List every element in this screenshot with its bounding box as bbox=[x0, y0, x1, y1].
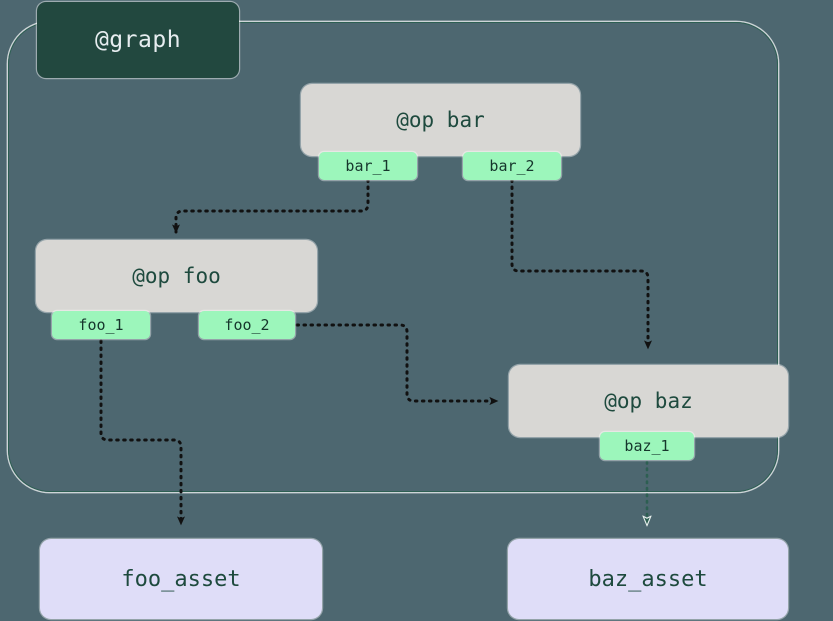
port-bar-1[interactable]: bar_1 bbox=[319, 152, 417, 180]
port-foo-2-label: foo_2 bbox=[224, 316, 270, 334]
graph-header-chip[interactable]: @graph bbox=[37, 2, 239, 78]
op-node-baz[interactable]: @op baz bbox=[509, 365, 788, 437]
op-node-bar-label: @op bar bbox=[396, 108, 485, 132]
port-foo-2[interactable]: foo_2 bbox=[199, 311, 295, 339]
op-node-foo-label: @op foo bbox=[132, 264, 221, 288]
asset-node-foo-asset[interactable]: foo_asset bbox=[40, 539, 322, 619]
port-bar-2[interactable]: bar_2 bbox=[463, 152, 561, 180]
asset-node-foo-asset-label: foo_asset bbox=[121, 566, 241, 592]
port-foo-1[interactable]: foo_1 bbox=[52, 311, 150, 339]
graph-header-label: @graph bbox=[94, 27, 182, 53]
port-foo-1-label: foo_1 bbox=[78, 316, 124, 334]
asset-node-baz-asset-label: baz_asset bbox=[588, 566, 708, 592]
port-bar-2-label: bar_2 bbox=[489, 157, 535, 175]
port-baz-1-label: baz_1 bbox=[624, 437, 670, 455]
port-baz-1[interactable]: baz_1 bbox=[600, 432, 694, 460]
op-node-bar[interactable]: @op bar bbox=[301, 84, 580, 156]
op-node-baz-label: @op baz bbox=[604, 389, 693, 413]
asset-node-baz-asset[interactable]: baz_asset bbox=[508, 539, 788, 619]
graph-container-boundary bbox=[8, 22, 778, 492]
port-bar-1-label: bar_1 bbox=[345, 157, 391, 175]
op-node-foo[interactable]: @op foo bbox=[36, 240, 317, 312]
